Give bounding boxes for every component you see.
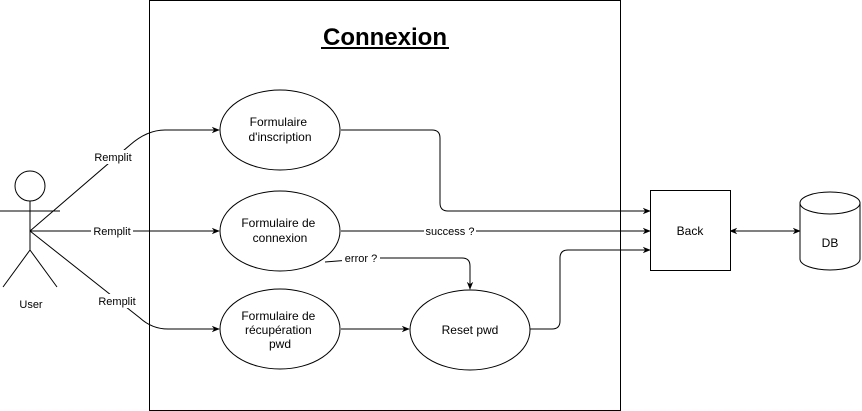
edge-label-error: error ? xyxy=(345,253,377,265)
usecase-recuperation-line2: récupération xyxy=(245,323,312,337)
usecase-inscription-line2: d'inscription xyxy=(249,130,312,144)
svg-text:Formulaire de connexion: Formulaire de connexion xyxy=(241,216,318,245)
usecase-recuperation-line3: pwd xyxy=(269,337,291,351)
edge-label-remplit-2: Remplit xyxy=(93,226,130,238)
edge-label-success: success ? xyxy=(426,226,475,238)
usecase-connexion xyxy=(219,190,341,272)
usecase-inscription-line1: Formulaire xyxy=(250,115,308,129)
usecase-reset-pwd xyxy=(409,289,531,371)
usecase-connexion-line2: connexion xyxy=(253,231,308,245)
edge-connexion-reset xyxy=(324,257,474,290)
usecase-recuperation-line1: Formulaire de xyxy=(241,309,315,323)
usecase-inscription xyxy=(219,89,341,171)
back-label: Back xyxy=(677,224,705,238)
svg-text:Formulaire d'inscription: Formulaire d'inscription xyxy=(249,115,312,144)
actor-label: User xyxy=(19,299,43,311)
system-boundary xyxy=(149,0,621,411)
edge-remplit-inscription xyxy=(29,126,220,232)
back-box xyxy=(650,190,731,271)
svg-text:Formulaire de récupération: Formulaire de récupération pwd xyxy=(241,309,318,351)
usecase-connexion-line1: Formulaire de xyxy=(241,216,315,230)
edge-inscription-back xyxy=(341,129,651,215)
db-label: DB xyxy=(822,236,839,250)
edge-label-remplit-3: Remplit xyxy=(98,296,135,308)
user-actor xyxy=(0,170,60,288)
edge-label-remplit-1: Remplit xyxy=(94,152,131,164)
edge-remplit-recuperation xyxy=(29,230,220,333)
usecase-recuperation xyxy=(219,288,341,370)
edge-reset-back xyxy=(529,246,651,330)
usecase-reset-pwd-label: Reset pwd xyxy=(442,323,499,337)
db-cylinder xyxy=(799,191,861,271)
system-title: Connexion xyxy=(323,24,447,51)
